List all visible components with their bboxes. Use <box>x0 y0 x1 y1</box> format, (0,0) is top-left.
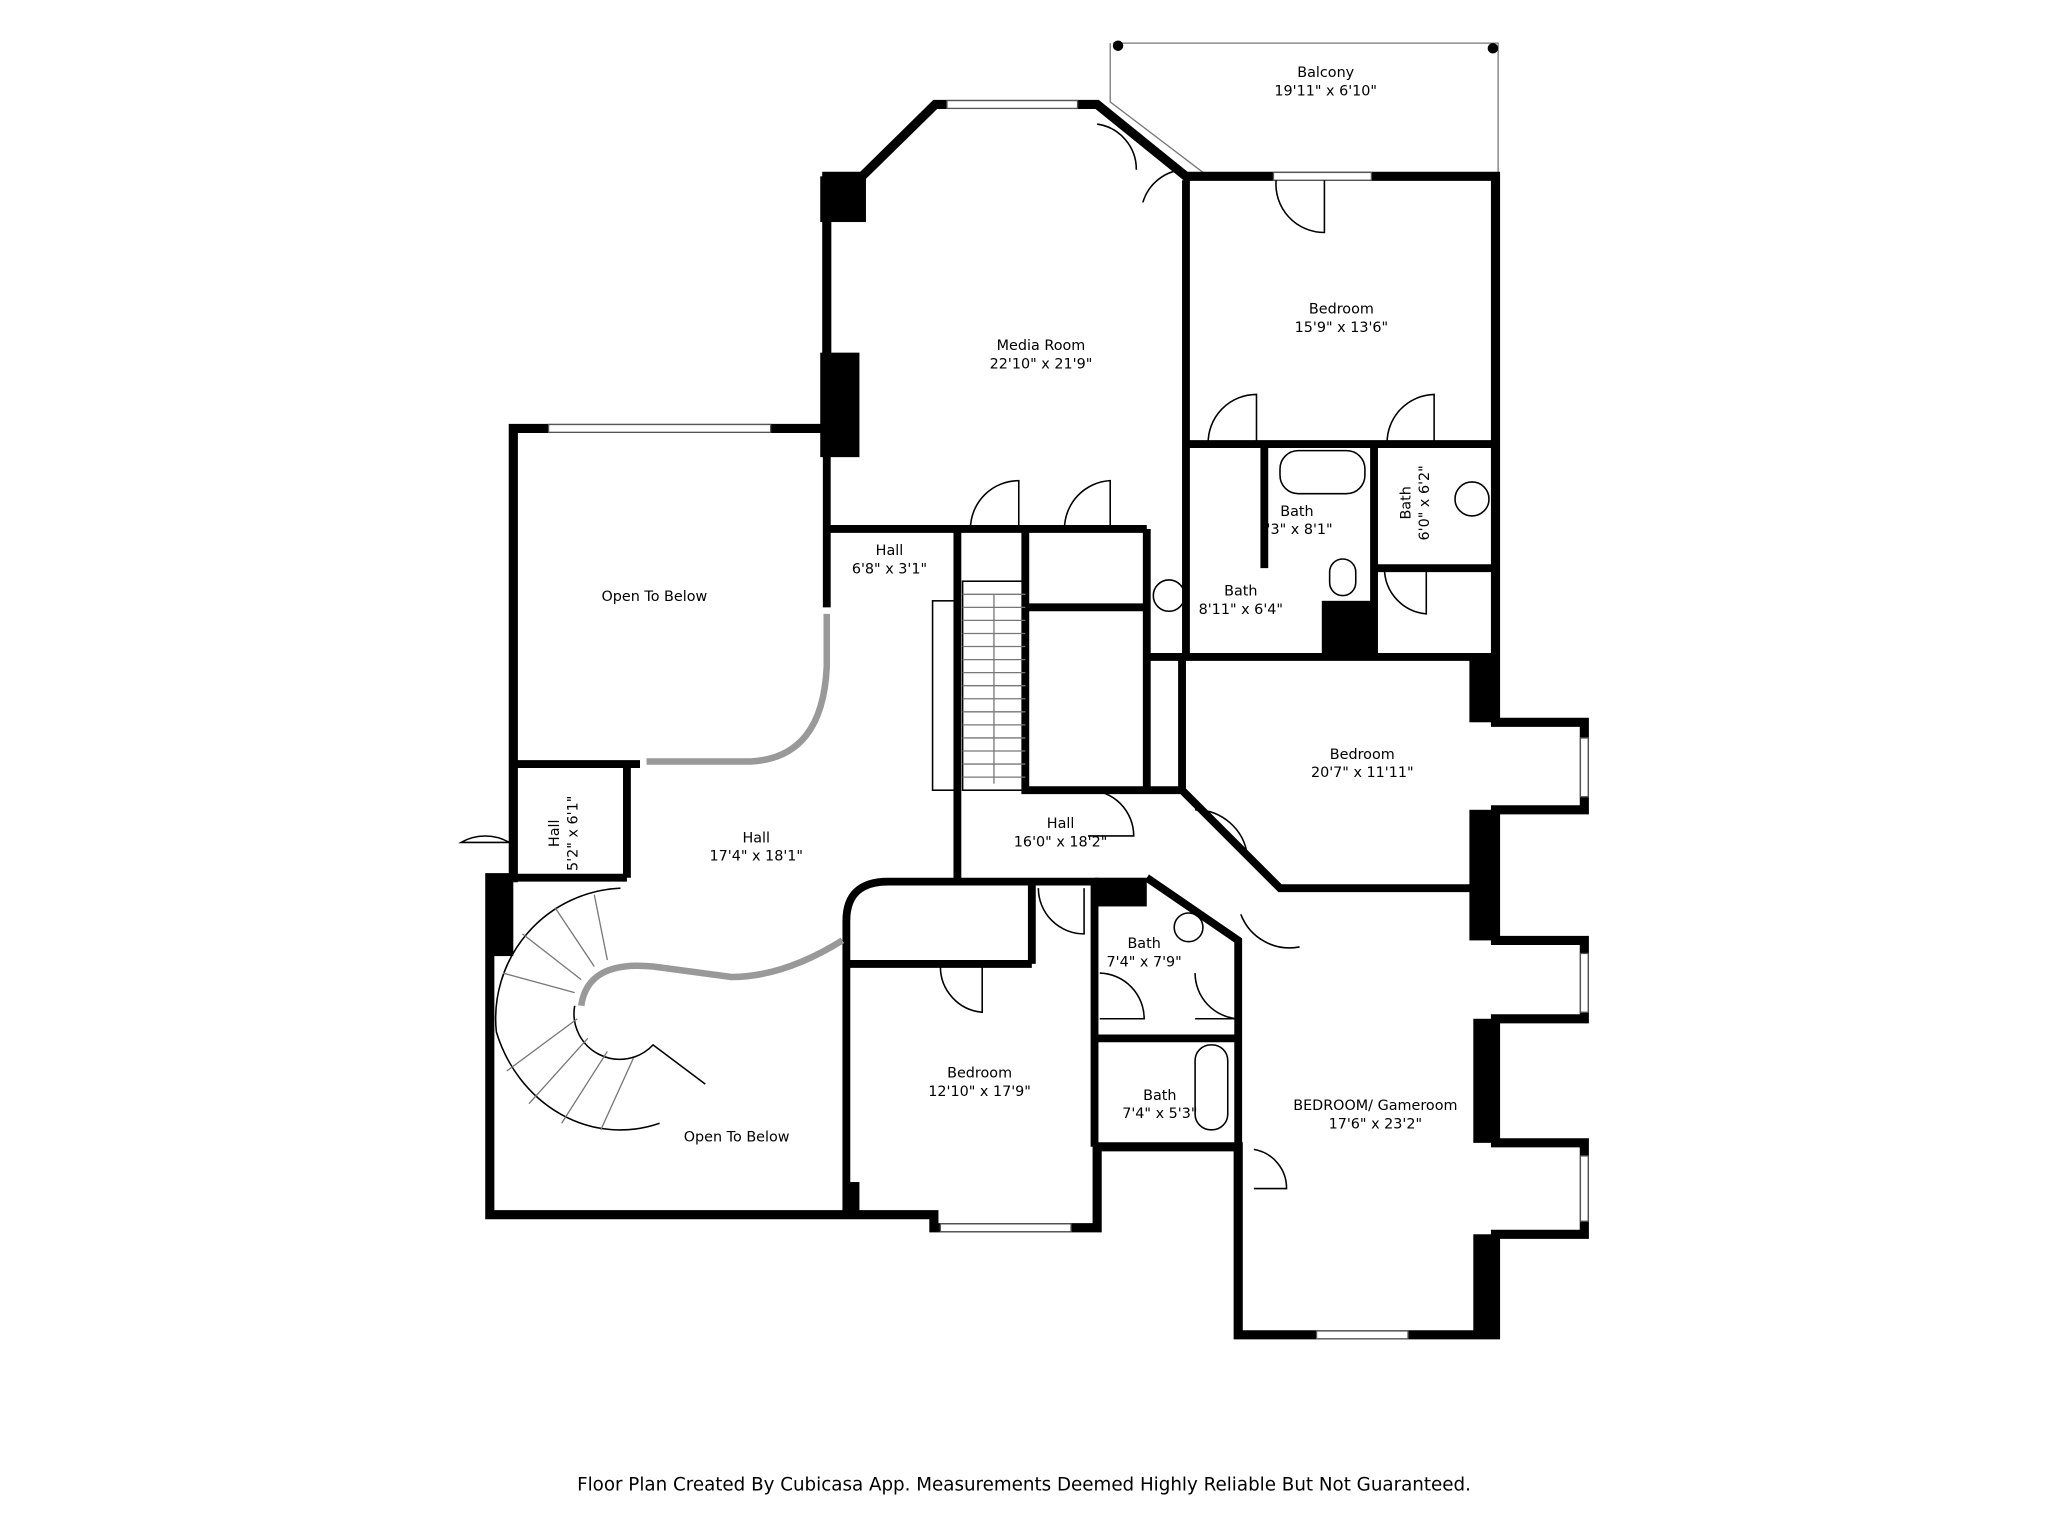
media-room-size: 22'10" x 21'9" <box>990 356 1093 372</box>
hall-west-size: 5'2" x 6'1" <box>565 796 581 871</box>
media-room-name: Media Room <box>997 338 1086 354</box>
balcony-size: 19'11" x 6'10" <box>1274 83 1377 99</box>
doors <box>458 123 1435 1190</box>
hall-center-size: 16'0" x 18'2" <box>1014 834 1108 850</box>
open-to-below-edge <box>646 613 831 765</box>
windows <box>547 99 1589 1340</box>
stair-rail <box>577 937 845 1007</box>
fixtures <box>1152 449 1490 1131</box>
bedroom-e-name: Bedroom <box>1330 747 1395 763</box>
bedroom-e-size: 20'7" x 11'11" <box>1311 765 1414 781</box>
hall-center-name: Hall <box>1047 816 1075 832</box>
gameroom-name: BEDROOM/ Gameroom <box>1293 1098 1457 1114</box>
footer-disclaimer: Floor Plan Created By Cubicasa App. Meas… <box>577 1474 1471 1495</box>
bath-e-size: 7'4" x 5'3" <box>1122 1106 1197 1122</box>
bedroom-s-size: 12'10" x 17'9" <box>928 1084 1031 1100</box>
wall-blocks <box>487 176 1496 1335</box>
hall-main-name: Hall <box>742 830 770 846</box>
hall-west-name: Hall <box>547 820 563 848</box>
interior-walls <box>513 180 1496 1335</box>
bedroom-ne-name: Bedroom <box>1309 301 1374 317</box>
straight-stairs <box>931 580 1027 791</box>
bath-b-size: 6'0" x 6'2" <box>1417 465 1433 540</box>
bath-a-name: Bath <box>1280 504 1313 520</box>
spiral-stairs <box>494 887 706 1131</box>
bath-c-name: Bath <box>1224 584 1257 600</box>
bath-b-name: Bath <box>1399 486 1415 519</box>
open-below-1: Open To Below <box>601 589 707 605</box>
bedroom-ne-size: 15'9" x 13'6" <box>1295 320 1389 336</box>
bath-d-name: Bath <box>1127 936 1160 952</box>
hall-main-size: 17'4" x 18'1" <box>709 849 803 865</box>
bath-e-name: Bath <box>1143 1088 1176 1104</box>
balcony <box>1109 40 1499 177</box>
exterior-walls <box>485 99 1589 1340</box>
bedroom-s-name: Bedroom <box>947 1066 1012 1082</box>
bath-c-size: 8'11" x 6'4" <box>1199 602 1283 618</box>
balcony-name: Balcony <box>1297 65 1354 81</box>
hall-small-name: Hall <box>876 543 904 559</box>
open-below-2: Open To Below <box>684 1130 790 1146</box>
gameroom-size: 17'6" x 23'2" <box>1329 1116 1423 1132</box>
bath-a-size: '3" x 8'1" <box>1267 522 1333 538</box>
room-labels: Balcony 19'11" x 6'10" Media Room 22'10"… <box>547 65 1457 1145</box>
hall-small-size: 6'8" x 3'1" <box>852 561 927 577</box>
bath-d-size: 7'4" x 7'9" <box>1107 955 1182 971</box>
